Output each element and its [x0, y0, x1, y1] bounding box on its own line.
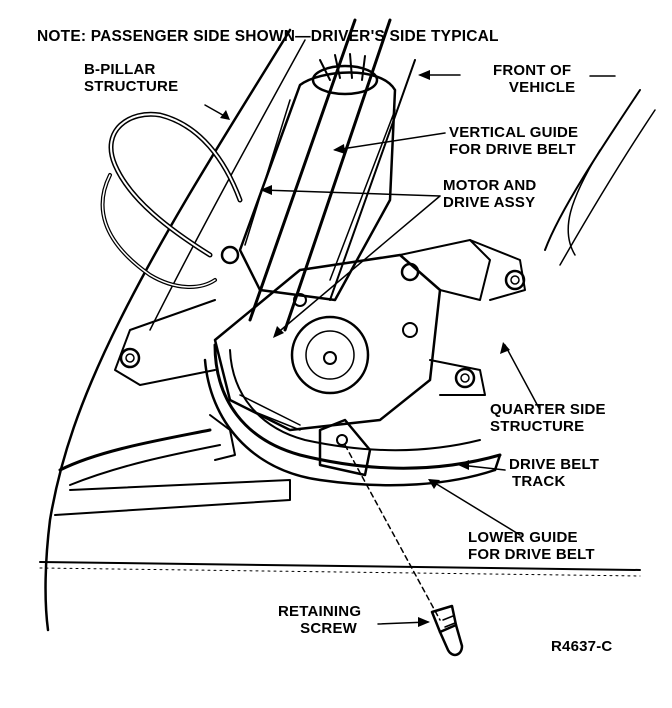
- wiring-harness: [108, 111, 243, 258]
- motor-label-line2: DRIVE ASSY: [443, 194, 536, 211]
- bolt-top-right: [400, 262, 420, 282]
- bolt-right: [504, 269, 526, 291]
- bolt-top-left: [220, 245, 240, 265]
- lower-guide-label: LOWER GUIDE FOR DRIVE BELT: [468, 529, 595, 563]
- motor-label-line1: MOTOR AND: [443, 177, 537, 194]
- retaining-screw: [430, 604, 464, 657]
- lower-guide-line2: FOR DRIVE BELT: [468, 546, 595, 563]
- quarter-side-label: QUARTER SIDE STRUCTURE: [490, 401, 606, 435]
- screw-label-line1: RETAINING: [278, 603, 362, 620]
- lower-guide-bracket: [318, 418, 372, 477]
- bolt-mid-right: [402, 322, 418, 338]
- b-pillar-label: B-PILLAR STRUCTURE: [84, 61, 178, 95]
- bolt-mid-left: [293, 293, 307, 307]
- lower-guide-line1: LOWER GUIDE: [468, 529, 578, 546]
- vertical-guide-label: VERTICAL GUIDE FOR DRIVE BELT: [449, 124, 578, 158]
- screw-axis-line: [344, 444, 441, 621]
- gearbox-housing: [213, 253, 442, 432]
- leader-lines: [204, 74, 616, 625]
- front-label-line1: FRONT OF: [493, 62, 572, 79]
- figure-code: R4637-C: [551, 638, 613, 655]
- ground-line: [39, 561, 641, 571]
- b-pillar-label-line2: STRUCTURE: [84, 78, 179, 95]
- vertical-guide-line1: VERTICAL GUIDE: [449, 124, 579, 141]
- vertical-guide-line2: FOR DRIVE BELT: [449, 141, 576, 158]
- b-pillar-outline: [44, 28, 292, 632]
- quarter-label-line2: STRUCTURE: [490, 418, 585, 435]
- drive-belt-track: [213, 343, 502, 470]
- motor-label: MOTOR AND DRIVE ASSY: [443, 177, 536, 211]
- b-pillar-label-line1: B-PILLAR: [84, 61, 156, 78]
- belt-track-label: DRIVE BELT TRACK: [509, 456, 599, 490]
- drive-pulley: [290, 315, 370, 395]
- bolt-left: [119, 347, 141, 369]
- quarter-side-structure: [544, 89, 641, 251]
- belt-track-line1: DRIVE BELT: [509, 456, 600, 473]
- floor-panel: [58, 428, 212, 472]
- quarter-label-line1: QUARTER SIDE: [490, 401, 606, 418]
- front-of-vehicle-label: FRONT OF VEHICLE: [493, 62, 575, 96]
- mounting-bracket-left: [114, 299, 216, 386]
- retaining-screw-label: RETAINING SCREW: [278, 603, 361, 637]
- front-label-line2: VEHICLE: [508, 79, 576, 96]
- belt-track-line2: TRACK: [512, 473, 566, 490]
- bolt-lower-right: [454, 367, 476, 389]
- screw-label-line2: SCREW: [300, 620, 358, 637]
- note-text: NOTE: PASSENGER SIDE SHOWN—DRIVER'S SIDE…: [37, 28, 499, 45]
